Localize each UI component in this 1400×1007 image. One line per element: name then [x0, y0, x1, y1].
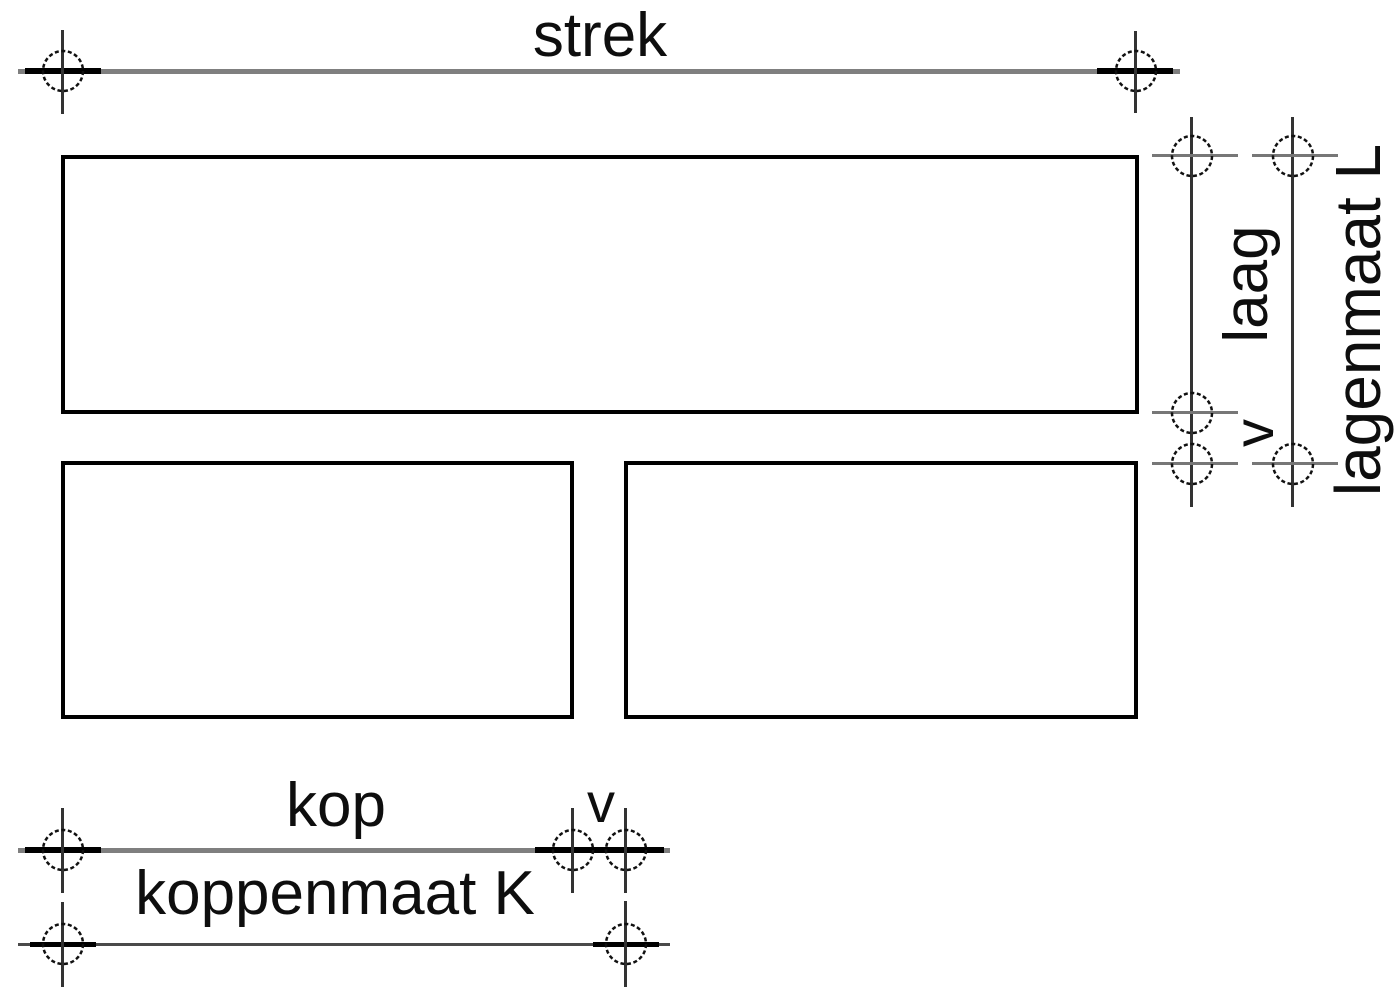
cross-arm	[1134, 31, 1137, 113]
laag-label: laag	[1212, 225, 1281, 343]
koppenmaat-label: koppenmaat K	[135, 859, 535, 928]
cross-arm	[61, 30, 64, 114]
brick-header-left	[61, 461, 574, 719]
strek-dimension-line	[18, 69, 1180, 74]
cross-arm	[571, 808, 574, 893]
extension-arm	[1152, 462, 1238, 465]
cross-arm	[624, 901, 627, 987]
brick-header-right	[624, 461, 1138, 719]
joint-v-bottom-label: v	[587, 771, 615, 834]
strek-label: strek	[532, 1, 668, 70]
line-segment	[535, 847, 664, 853]
joint-v-right-label: v	[1222, 419, 1285, 447]
lagenmaat-label: lagenmaat L	[1322, 143, 1394, 497]
extension-arm	[1152, 411, 1238, 414]
kop-dimension-line	[18, 848, 670, 853]
cross-arm	[61, 902, 64, 987]
brick-stretcher	[61, 155, 1139, 414]
cross-arm	[61, 808, 64, 893]
extension-arm	[1152, 154, 1238, 157]
laag-dimension-line	[1190, 117, 1193, 507]
kop-label: kop	[286, 771, 386, 840]
cross-arm	[624, 808, 627, 893]
lagenmaat-dimension-line	[1291, 117, 1294, 507]
koppenmaat-dimension-line	[18, 943, 670, 946]
